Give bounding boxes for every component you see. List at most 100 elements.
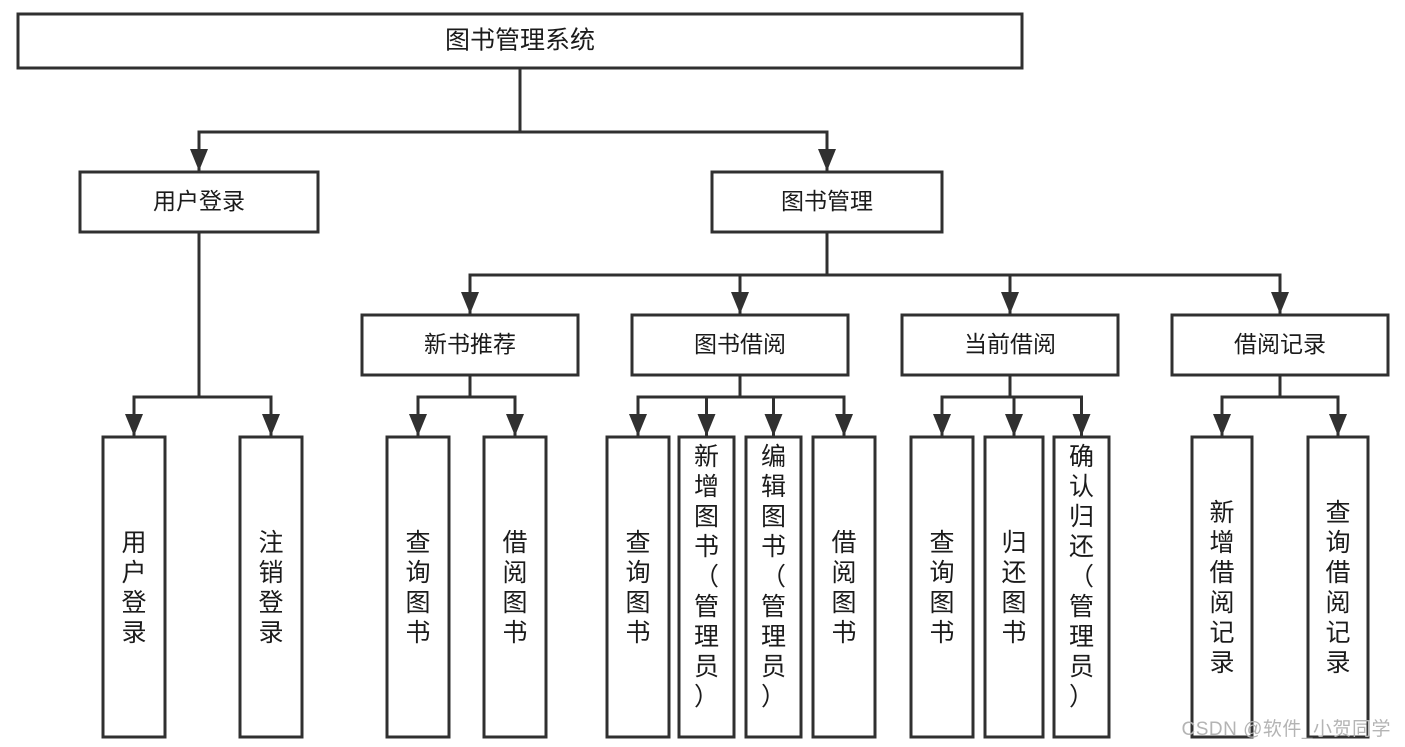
node-label-char: 阅 [831,559,856,587]
node-label-char: 登 [121,589,146,617]
node-label: 图书借阅 [694,331,786,357]
node-user-login[interactable]: 用户登录 [78,170,320,234]
node-label-char: ） [694,683,719,711]
node-borrow-record[interactable]: 借阅记录 [1170,313,1390,377]
arrow-head-icon [506,414,524,436]
node-label-char: 录 [121,619,146,647]
arrow-head-icon [1072,414,1091,436]
node-box[interactable] [1190,435,1254,739]
node-label-char: 图 [625,589,650,617]
node-label-char: 借 [1209,559,1234,587]
node-label-char: 图 [761,503,786,531]
arrow-head-icon [1001,292,1019,314]
node-new-book-recommend[interactable]: 新书推荐 [360,313,580,377]
node-label-char: 增 [694,473,719,501]
node-box[interactable] [744,435,803,739]
node-box[interactable] [983,435,1045,739]
node-book-borrow[interactable]: 图书借阅 [630,313,850,377]
node-label-char: 理 [694,623,719,651]
arrow-head-icon [697,414,716,436]
node-root[interactable]: 图书管理系统 [16,12,1024,70]
node-book-manage[interactable]: 图书管理 [710,170,944,234]
node-label-char: 录 [1325,649,1350,677]
node-box[interactable] [1170,313,1390,377]
arrow-head-icon [1271,292,1289,314]
node-box[interactable] [482,435,548,739]
node-label-char: 管 [1069,593,1094,621]
node-label-char: 阅 [1209,589,1234,617]
node-label-char: 还 [1001,559,1026,587]
node-label-char: 增 [1209,529,1234,557]
node-box[interactable] [1306,435,1370,739]
node-label: 图书管理系统 [445,27,595,55]
arrow-head-icon [409,414,427,436]
node-box[interactable] [360,313,580,377]
node-label-char: 管 [694,593,719,621]
node-label-char: 新 [694,443,719,471]
node-leaf-user-login[interactable]: 用户登录 [101,435,167,739]
node-label-char: 询 [625,559,650,587]
node-box[interactable] [630,313,850,377]
node-label-char: 辑 [761,473,786,501]
node-box[interactable] [16,12,1024,70]
node-label-char: 图 [1001,589,1026,617]
node-box[interactable] [909,435,975,739]
node-label-char: 图 [405,589,430,617]
arrow-head-icon [1329,414,1347,436]
node-label-char: 员 [694,653,719,681]
node-label: 借阅记录 [1234,331,1326,357]
node-box[interactable] [78,170,320,234]
node-label-char: 理 [761,623,786,651]
node-label-char: 询 [1325,529,1350,557]
node-label: 当前借阅 [964,331,1056,357]
node-box[interactable] [238,435,304,739]
node-label-char: 阅 [502,559,527,587]
node-box[interactable] [605,435,671,739]
node-current-borrow[interactable]: 当前借阅 [900,313,1120,377]
arrow-head-icon [1213,414,1231,436]
node-box[interactable] [677,435,736,739]
node-box[interactable] [101,435,167,739]
node-label-char: 查 [405,529,430,557]
node-label: 图书管理 [781,188,873,214]
node-box[interactable] [1052,435,1111,739]
node-label-char: 员 [1069,653,1094,681]
node-label-char: 借 [502,529,527,557]
node-box[interactable] [900,313,1120,377]
arrow-head-icon [933,414,951,436]
arrow-head-icon [1005,414,1023,436]
node-label-char: 书 [694,533,719,561]
node-label-char: 注 [258,529,283,557]
node-label-char: 书 [625,619,650,647]
arrow-head-icon [125,414,143,436]
node-label-char: 管 [761,593,786,621]
node-box[interactable] [710,170,944,234]
node-box[interactable] [811,435,877,739]
node-layer: 图书管理系统用户登录图书管理新书推荐图书借阅当前借阅借阅记录用户登录注销登录查询… [16,12,1390,739]
node-label-char: （ [694,563,719,591]
node-label-char: 书 [502,619,527,647]
node-label-char: 阅 [1325,589,1350,617]
node-label-char: 询 [405,559,430,587]
node-label-char: 记 [1325,619,1350,647]
node-box[interactable] [385,435,451,739]
node-label-char: 书 [1001,619,1026,647]
node-label-char: 员 [761,653,786,681]
node-label-char: 归 [1001,529,1026,557]
node-label-char: 录 [258,619,283,647]
arrow-head-icon [461,292,479,314]
node-label-char: 图 [929,589,954,617]
